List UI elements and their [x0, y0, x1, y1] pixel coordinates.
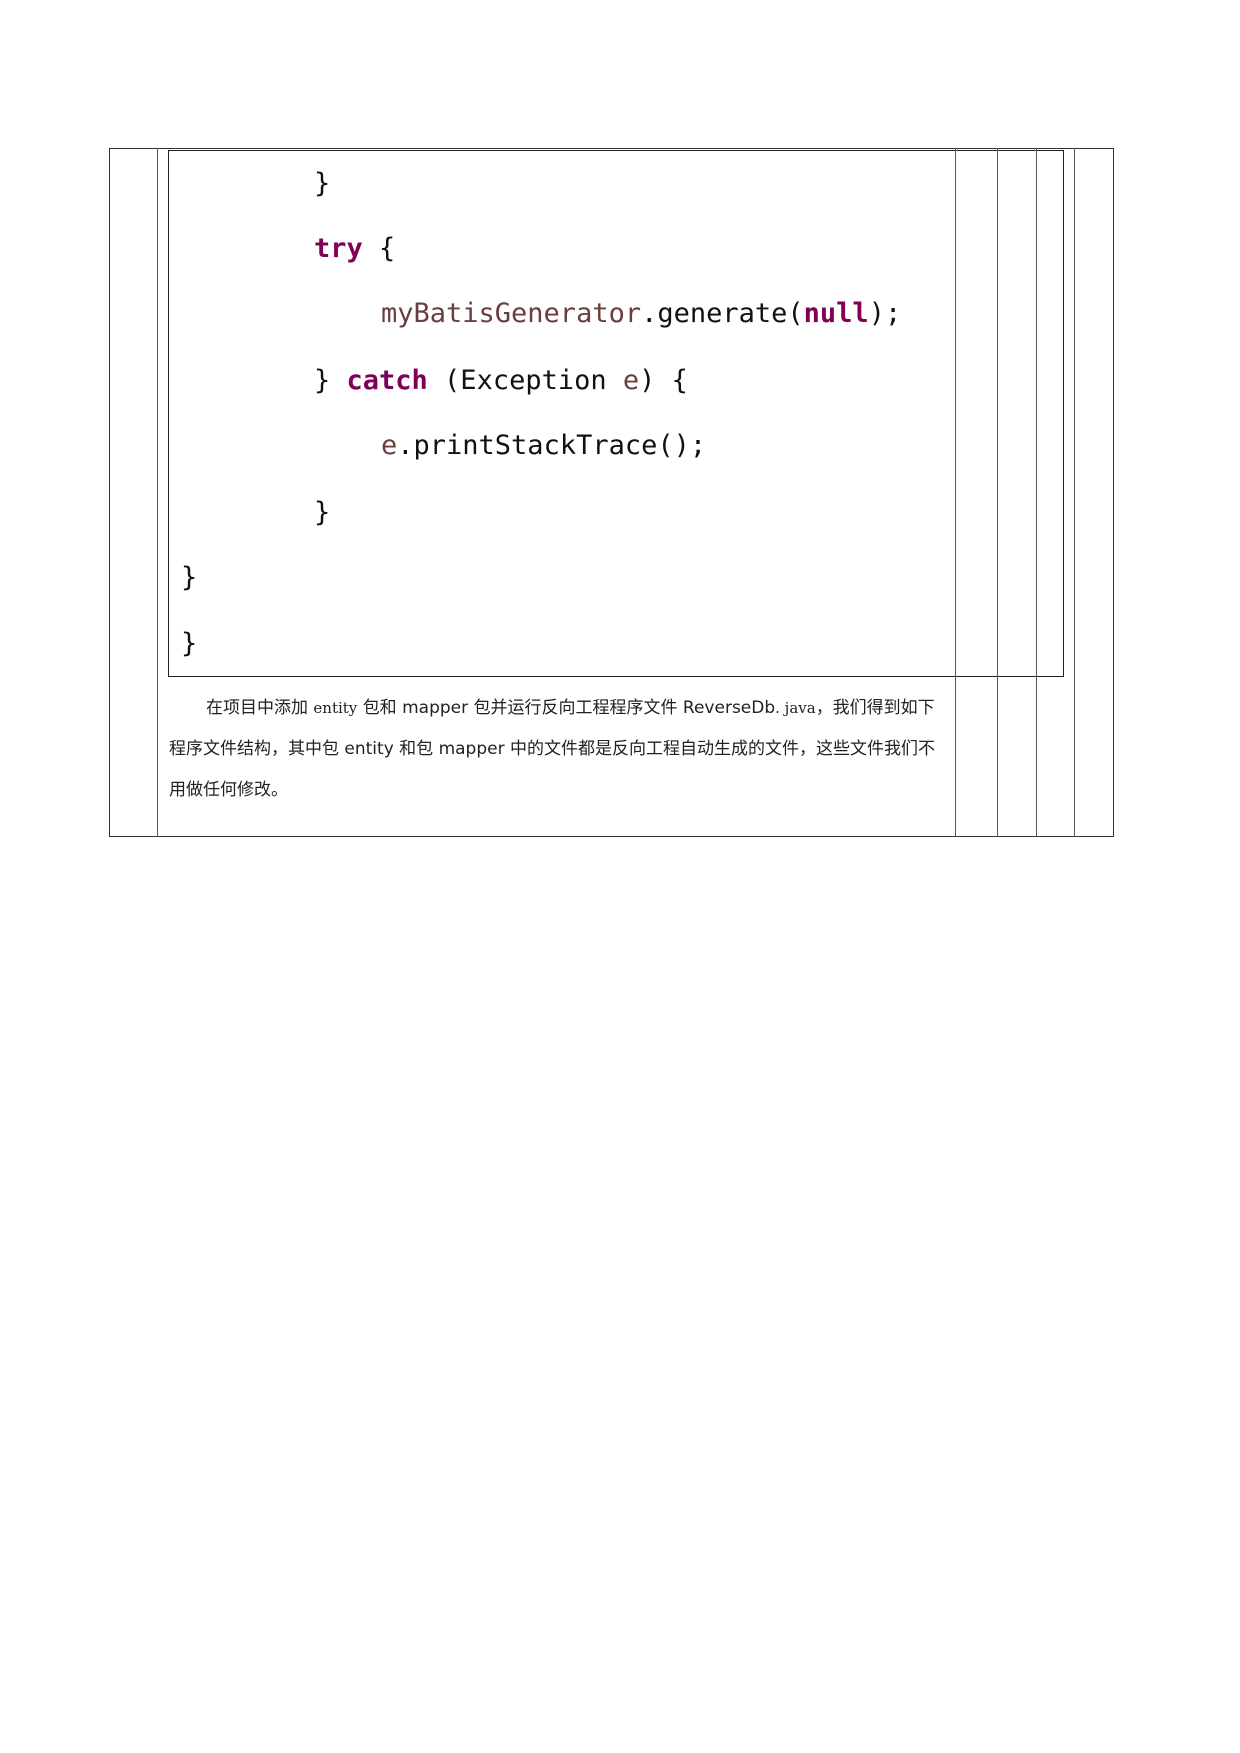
table-column-line [955, 150, 956, 677]
code-block [168, 150, 1064, 677]
table-column-line [997, 150, 998, 677]
body-paragraph: 在项目中添加 entity 包和 mapper 包并运行反向工程程序文件 Rev… [169, 698, 935, 800]
code-line: } [181, 628, 198, 659]
code-line: } [181, 562, 198, 593]
code-line: e.printStackTrace(); [381, 430, 707, 461]
code-line: } [314, 168, 331, 199]
table-column-line [1074, 148, 1075, 837]
table-column-line [157, 148, 158, 837]
table-column-line [1036, 150, 1037, 677]
code-line: try { [314, 233, 396, 264]
outer-table [109, 148, 1114, 837]
code-line: } [314, 497, 331, 528]
code-line: myBatisGenerator.generate(null); [381, 298, 902, 329]
code-line: } catch (Exception e) { [314, 365, 688, 396]
